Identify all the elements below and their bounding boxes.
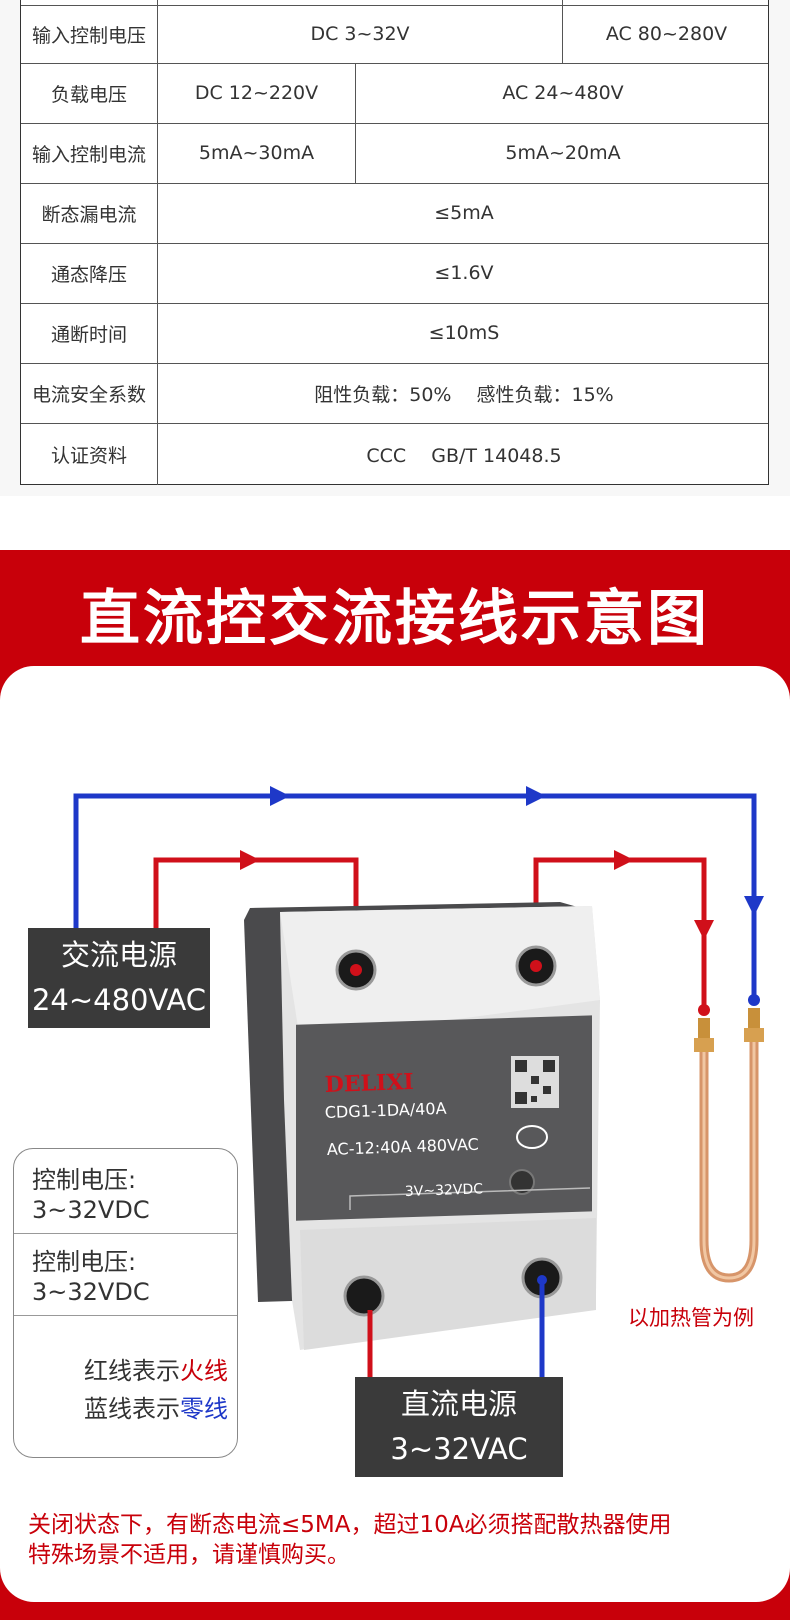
table-cell: CCC GB/T 14048.5 xyxy=(366,444,562,467)
relay-model: CDG1-1DA/40A xyxy=(324,1099,446,1122)
table-row-label: 电流安全系数 xyxy=(31,383,146,406)
control-voltage-value: 3~32VDC xyxy=(32,1196,150,1224)
dc-power-source-label: 直流电源 3~32VAC xyxy=(355,1377,563,1477)
note-line-1: 关闭状态下，有断态电流≤5MA，超过10A必须搭配散热器使用 xyxy=(28,1512,672,1538)
legend-blue-prefix: 蓝线表示 xyxy=(84,1395,180,1423)
heating-tube-icon xyxy=(694,1008,764,1283)
table-cell: DC 12~220V xyxy=(194,82,319,104)
arrow-right-icon xyxy=(240,850,260,870)
arrow-right-icon xyxy=(614,850,634,870)
arrow-right-icon xyxy=(526,786,546,806)
legend-red-line: 红线表示火线 xyxy=(84,1351,228,1386)
table-cell: 阻性负载：50% 感性负载：15% xyxy=(314,383,614,406)
terminal-screw-icon xyxy=(343,1275,385,1317)
dc-source-voltage: 3~32VAC xyxy=(390,1432,528,1466)
legend-blue-highlight: 零线 xyxy=(180,1395,228,1423)
table-row-label: 通态降压 xyxy=(50,263,127,286)
legend-red-prefix: 红线表示 xyxy=(84,1357,180,1385)
legend-red-highlight: 火线 xyxy=(180,1357,228,1385)
legend-box: 控制电压: 3~32VDC 控制电压: 3~32VDC 红线表示火线 蓝线表示零… xyxy=(13,1148,238,1458)
brand-logo: DELIXI xyxy=(324,1069,414,1098)
table-cell: DC 3~32V xyxy=(310,23,410,45)
ac-source-title: 交流电源 xyxy=(60,938,177,972)
table-row-label: 断态漏电流 xyxy=(41,203,137,226)
table-cell: ≤10mS xyxy=(428,322,500,344)
arrow-down-icon xyxy=(744,896,764,916)
qr-code-icon xyxy=(511,1056,559,1108)
control-voltage-label: 控制电压: xyxy=(32,1166,137,1194)
table-cell: AC 24~480V xyxy=(502,82,624,104)
table-row-label: 输入控制电压 xyxy=(31,24,146,47)
table-cell: AC 80~280V xyxy=(605,23,728,45)
spec-table-area: 输入控制电压 DC 3~32V AC 80~280V 负载电压 DC 12~22… xyxy=(0,0,790,496)
table-row-label: 通断时间 xyxy=(50,323,127,346)
table-row-label: 输入控制电流 xyxy=(31,143,146,166)
table-cell: 5mA~20mA xyxy=(505,142,621,164)
section-title: 直流控交流接线示意图 xyxy=(80,584,710,654)
neutral-wire-ac xyxy=(73,786,764,1006)
warning-note: 关闭状态下，有断态电流≤5MA，超过10A必须搭配散热器使用 特殊场景不适用，请… xyxy=(28,1510,671,1570)
table-cell: ≤5mA xyxy=(434,202,494,224)
legend-blue-line: 蓝线表示零线 xyxy=(84,1389,228,1424)
control-voltage-label: 控制电压: xyxy=(32,1248,137,1276)
table-cell: ≤1.6V xyxy=(434,262,494,284)
ccc-cert-icon xyxy=(516,1125,548,1149)
indicator-led-icon xyxy=(509,1169,535,1195)
relay-input: 3V~32VDC xyxy=(405,1181,484,1200)
heater-caption: 以加热管为例 xyxy=(628,1306,754,1330)
note-line-2: 特殊场景不适用，请谨慎购买。 xyxy=(28,1542,350,1568)
arrow-down-icon xyxy=(694,920,714,940)
table-row-label: 负载电压 xyxy=(50,83,127,106)
arrow-right-icon xyxy=(270,786,290,806)
ac-source-voltage: 24~480VAC xyxy=(31,983,207,1017)
table-row-label: 认证资料 xyxy=(50,444,127,467)
ac-power-source-label: 交流电源 24~480VAC xyxy=(28,928,210,1028)
control-voltage-value: 3~32VDC xyxy=(32,1278,150,1306)
table-cell: 5mA~30mA xyxy=(198,142,315,164)
solid-state-relay: DELIXI CDG1-1DA/40A AC-12:40A 480VAC 3V~… xyxy=(244,902,600,1350)
dc-source-title: 直流电源 xyxy=(400,1387,517,1421)
spec-table: 输入控制电压 DC 3~32V AC 80~280V 负载电压 DC 12~22… xyxy=(20,0,769,485)
